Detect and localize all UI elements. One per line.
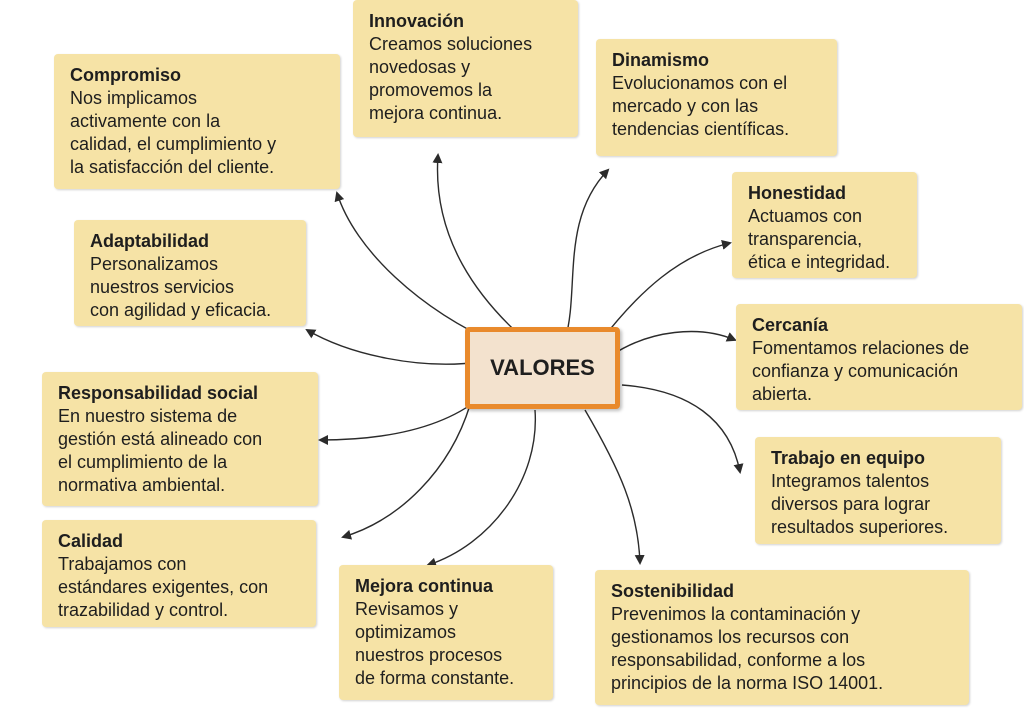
center-node-valores: VALORES (465, 327, 620, 409)
center-label: VALORES (490, 355, 595, 380)
arrow-cercania (611, 330, 737, 356)
value-card-sostenibilidad: Sostenibilidad Prevenimos la contaminaci… (595, 570, 969, 705)
value-description: Fomentamos relaciones de confianza y com… (752, 338, 970, 404)
value-description: En nuestro sistema de gestión está aline… (58, 406, 263, 495)
value-card-honestidad: Honestidad Actuamos con transparencia, é… (732, 172, 917, 278)
value-card-compromiso: Compromiso Nos implicamos activamente co… (54, 54, 340, 189)
arrow-dinamismo (564, 168, 610, 341)
value-description: Creamos soluciones novedosas y promovemo… (369, 34, 533, 123)
arrow-responsabilidad (318, 397, 481, 445)
value-description: Prevenimos la contaminación y gestionamo… (611, 604, 884, 693)
arrow-adaptabilidad (305, 328, 481, 365)
value-card-dinamismo: Dinamismo Evolucionamos con el mercado y… (596, 39, 837, 156)
value-title: Adaptabilidad (90, 231, 210, 251)
arrow-calidad (341, 404, 471, 540)
arrow-honestidad (599, 240, 732, 343)
value-title: Dinamismo (612, 50, 710, 70)
value-card-innovacion: Innovación Creamos soluciones novedosas … (353, 0, 578, 137)
value-title: Innovación (369, 11, 465, 31)
value-title: Trabajo en equipo (771, 448, 926, 468)
value-description: Trabajamos con estándares exigentes, con… (58, 554, 269, 620)
value-description: Revisamos y optimizamos nuestros proceso… (355, 599, 515, 688)
value-title: Cercanía (752, 315, 829, 335)
value-card-mejora: Mejora continua Revisamos y optimizamos … (339, 565, 553, 700)
value-card-responsabilidad: Responsabilidad social En nuestro sistem… (42, 372, 318, 506)
value-description: Actuamos con transparencia, ética e inte… (748, 206, 891, 272)
value-card-calidad: Calidad Trabajamos con estándares exigen… (42, 520, 316, 627)
value-description: Evolucionamos con el mercado y con las t… (612, 73, 790, 139)
value-card-cercania: Cercanía Fomentamos relaciones de confia… (736, 304, 1022, 410)
value-title: Honestidad (748, 183, 847, 203)
value-card-trabajo: Trabajo en equipo Integramos talentos di… (755, 437, 1001, 544)
arrow-compromiso (334, 191, 501, 346)
value-title: Responsabilidad social (58, 383, 259, 403)
arrow-sostenibilidad (584, 409, 645, 565)
value-title: Mejora continua (355, 576, 494, 596)
arrow-innovacion (432, 153, 526, 341)
arrow-mejora (426, 409, 536, 568)
value-title: Sostenibilidad (611, 581, 735, 601)
value-title: Calidad (58, 531, 124, 551)
arrow-trabajo (621, 384, 744, 474)
value-card-adaptabilidad: Adaptabilidad Personalizamos nuestros se… (74, 220, 306, 326)
value-title: Compromiso (70, 65, 182, 85)
value-description: Nos implicamos activamente con la calida… (70, 88, 277, 177)
value-description: Integramos talentos diversos para lograr… (771, 471, 949, 537)
value-description: Personalizamos nuestros servicios con ag… (90, 254, 272, 320)
